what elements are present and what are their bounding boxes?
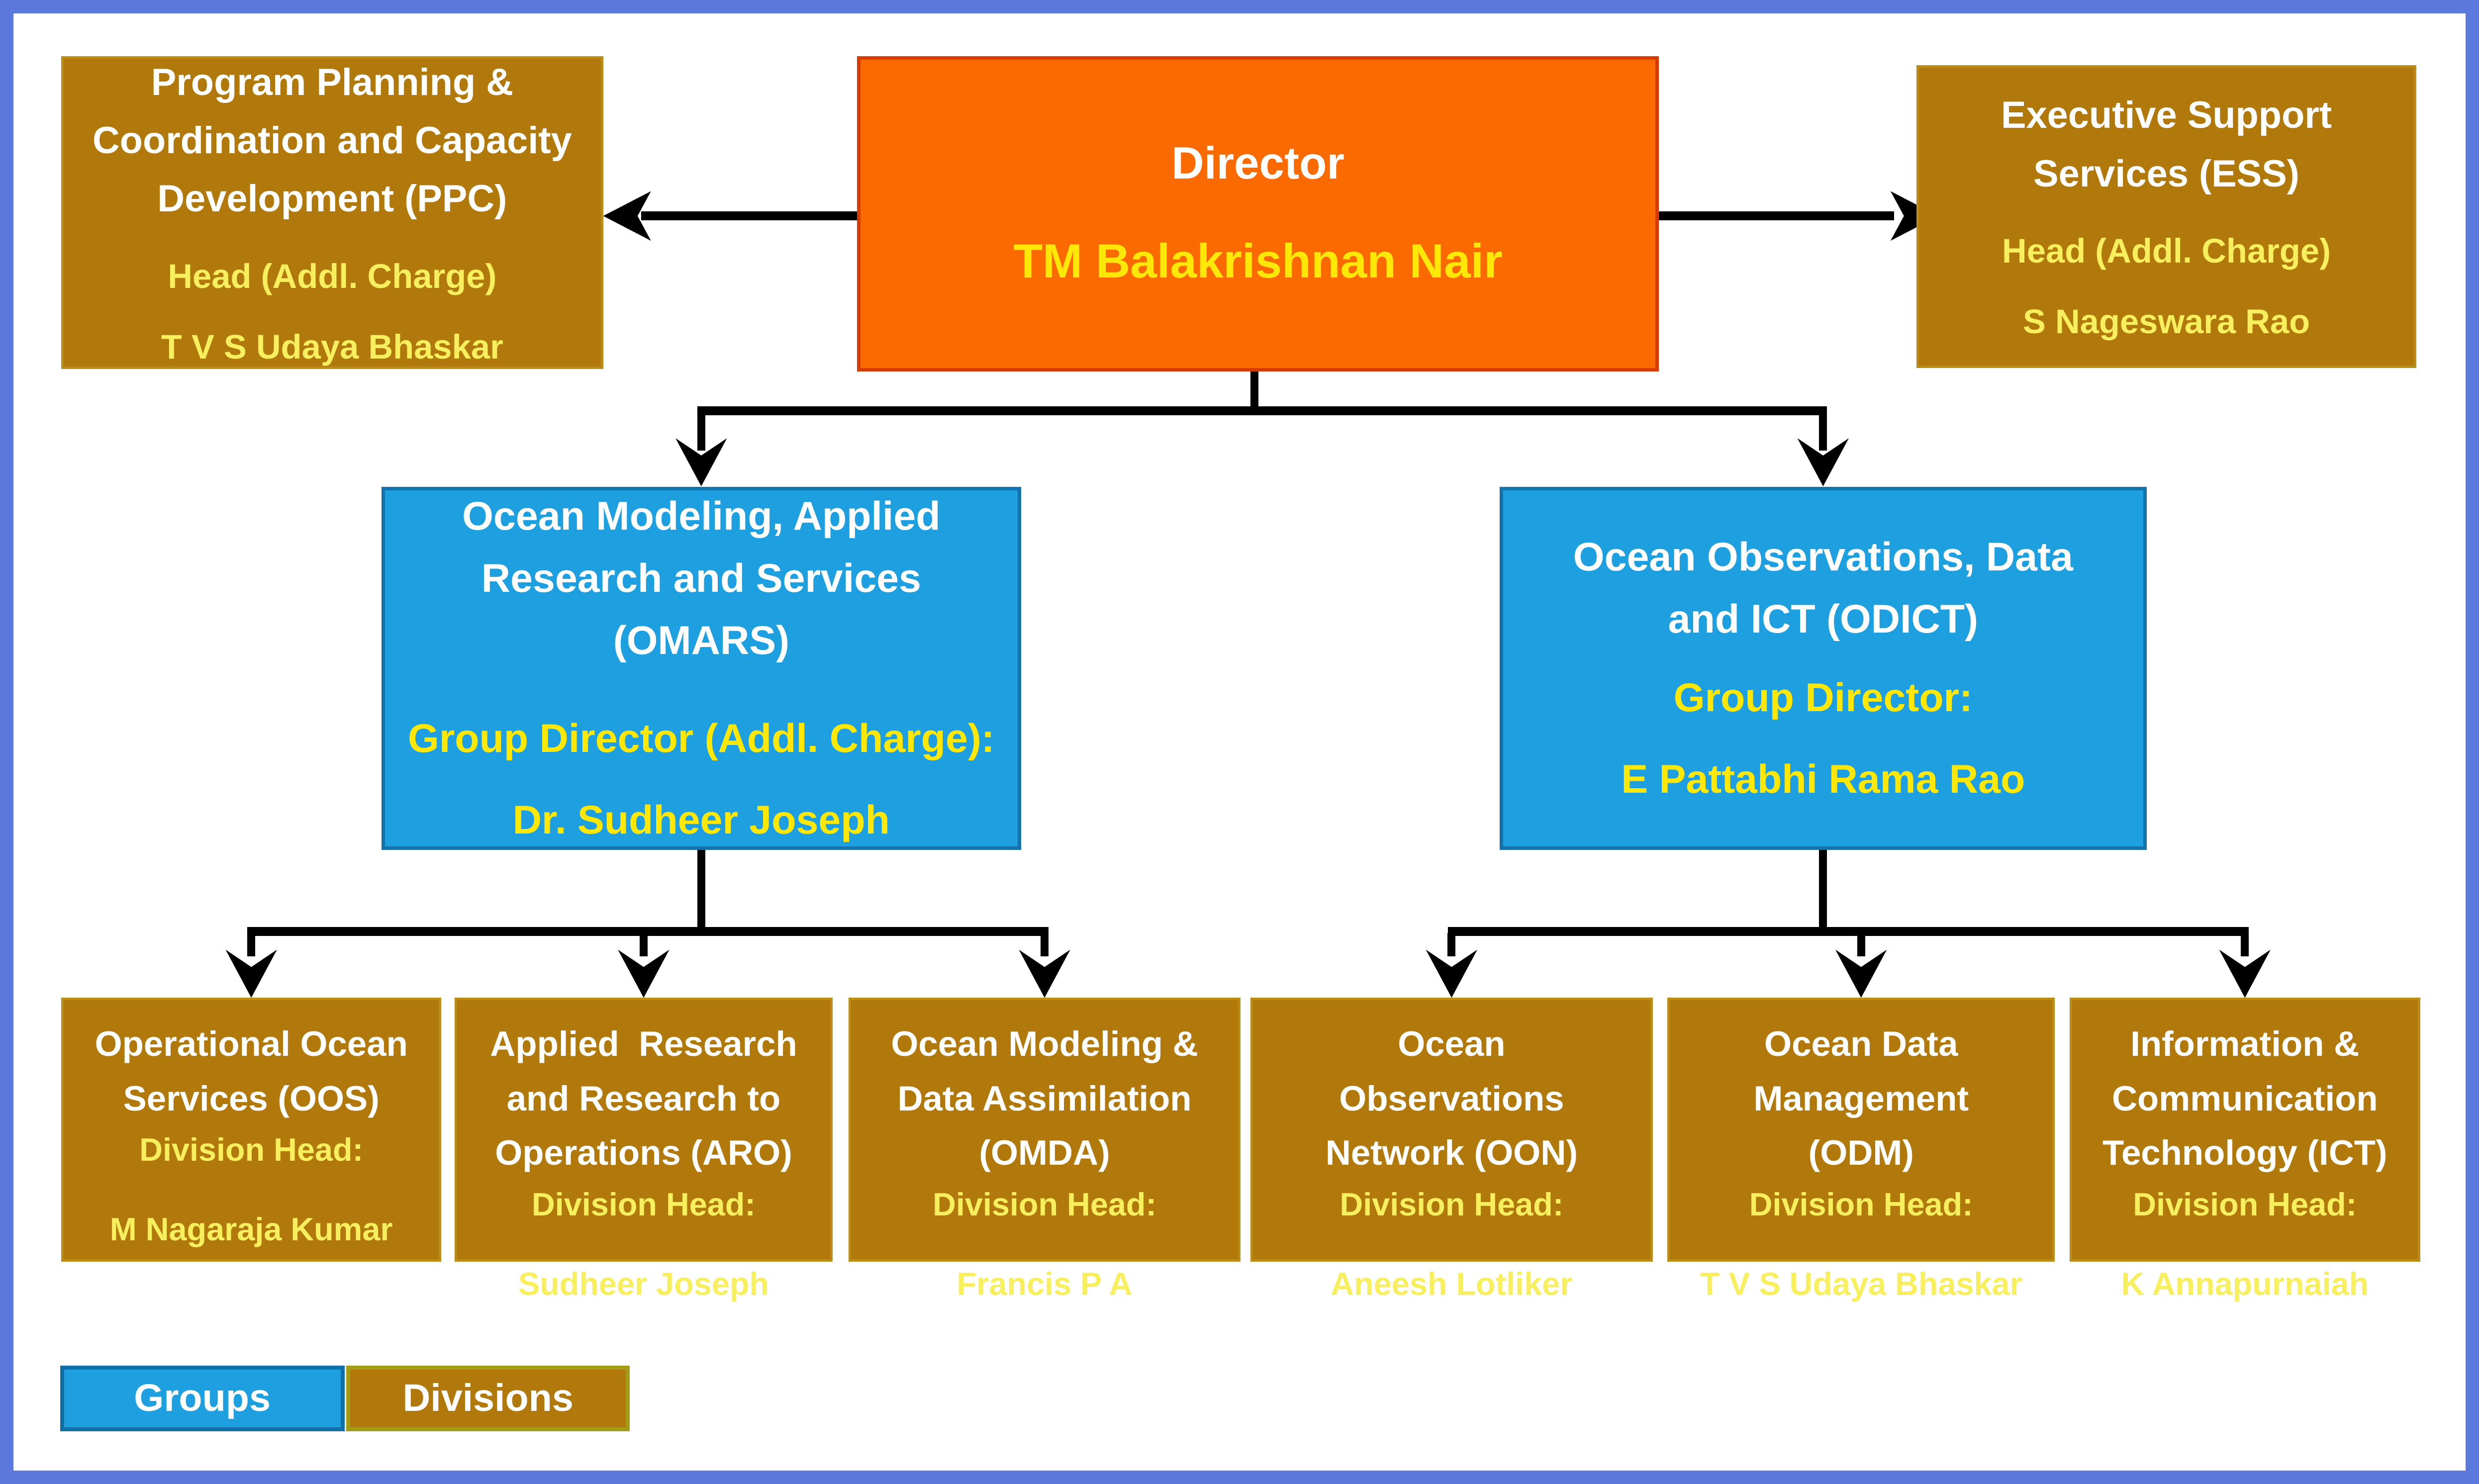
connector-drop-oon bbox=[1447, 932, 1456, 956]
oon-head-name: Aneesh Lotliker bbox=[1331, 1265, 1573, 1302]
odm-box: Ocean Data Management (ODM) Division Hea… bbox=[1667, 998, 2055, 1302]
connector-groups-bar bbox=[697, 406, 1827, 415]
aro-box: Applied Research and Research to Operati… bbox=[455, 998, 833, 1302]
ess-box: Executive Support Services (ESS) Head (A… bbox=[1916, 65, 2417, 369]
legend-divisions: Divisions bbox=[346, 1366, 630, 1431]
connector-director-ppc bbox=[641, 211, 857, 221]
odict-role: Group Director: bbox=[1673, 675, 1973, 721]
ppc-title: Program Planning & Coordination and Capa… bbox=[92, 61, 572, 220]
arrow-down-oon-icon bbox=[1426, 949, 1478, 998]
connector-odict-stem bbox=[1819, 846, 1827, 930]
arrow-down-odm-icon bbox=[1835, 949, 1887, 998]
aro-title: Applied Research and Research to Operati… bbox=[490, 1024, 797, 1173]
odict-box: Ocean Observations, Data and ICT (ODICT)… bbox=[1499, 487, 2147, 850]
legend-divisions-label: Divisions bbox=[402, 1377, 573, 1420]
ppc-box: Program Planning & Coordination and Capa… bbox=[61, 56, 603, 369]
connector-drop-odict bbox=[1819, 412, 1827, 451]
omars-title: Ocean Modeling, Applied Research and Ser… bbox=[462, 494, 941, 663]
legend-groups-label: Groups bbox=[134, 1377, 271, 1420]
connector-drop-aro bbox=[640, 932, 648, 956]
oon-role: Division Head: bbox=[1339, 1186, 1564, 1223]
omars-role: Group Director (Addl. Charge): bbox=[408, 716, 995, 761]
aro-head-name: Sudheer Joseph bbox=[518, 1265, 769, 1302]
connector-director-stem bbox=[1250, 369, 1258, 410]
omda-box: Ocean Modeling & Data Assimilation (OMDA… bbox=[848, 998, 1241, 1302]
connector-drop-ict bbox=[2241, 932, 2249, 956]
connector-drop-omars bbox=[697, 412, 705, 451]
odm-role: Division Head: bbox=[1749, 1186, 1973, 1223]
omda-head-name: Francis P A bbox=[956, 1265, 1133, 1302]
odict-director-name: E Pattabhi Rama Rao bbox=[1621, 756, 2025, 802]
ppc-role: Head (Addl. Charge) bbox=[168, 257, 497, 295]
ict-role: Division Head: bbox=[2133, 1186, 2357, 1223]
oos-role: Division Head: bbox=[139, 1131, 364, 1168]
ict-title: Information & Communication Technology (… bbox=[2102, 1024, 2387, 1173]
omda-role: Division Head: bbox=[933, 1186, 1157, 1223]
connector-omars-stem bbox=[697, 846, 705, 930]
director-name: TM Balakrishnan Nair bbox=[1013, 234, 1503, 288]
connector-odict-bar bbox=[1447, 927, 2249, 936]
omars-box: Ocean Modeling, Applied Research and Ser… bbox=[381, 487, 1022, 850]
oos-box: Operational Ocean Services (OOS) Divisio… bbox=[61, 998, 442, 1262]
ess-title: Executive Support Services (ESS) bbox=[2001, 94, 2332, 195]
ict-head-name: K Annapurnaiah bbox=[2121, 1265, 2369, 1302]
arrow-down-aro-icon bbox=[618, 949, 669, 998]
connector-omars-bar bbox=[247, 927, 1049, 936]
ict-box: Information & Communication Technology (… bbox=[2069, 998, 2420, 1302]
oos-title: Operational Ocean Services (OOS) bbox=[95, 1024, 408, 1118]
arrow-down-omda-icon bbox=[1019, 949, 1070, 998]
ppc-head-name: T V S Udaya Bhaskar bbox=[161, 327, 503, 366]
ess-head-name: S Nageswara Rao bbox=[2022, 302, 2310, 341]
ess-role: Head (Addl. Charge) bbox=[2002, 231, 2331, 270]
omars-director-name: Dr. Sudheer Joseph bbox=[512, 797, 890, 842]
odm-title: Ocean Data Management (ODM) bbox=[1753, 1024, 1969, 1173]
oon-box: Ocean Observations Network (OON) Divisio… bbox=[1250, 998, 1653, 1302]
director-box: Director TM Balakrishnan Nair bbox=[857, 56, 1659, 371]
connector-director-ess bbox=[1659, 211, 1895, 221]
arrow-down-ict-icon bbox=[2219, 949, 2271, 998]
connector-drop-omda bbox=[1041, 932, 1049, 956]
oon-title: Ocean Observations Network (OON) bbox=[1325, 1024, 1578, 1173]
omda-title: Ocean Modeling & Data Assimilation (OMDA… bbox=[891, 1024, 1198, 1173]
oos-head-name: M Nagaraja Kumar bbox=[109, 1211, 393, 1248]
legend-groups: Groups bbox=[60, 1366, 345, 1431]
connector-drop-oos bbox=[247, 932, 256, 956]
director-title: Director bbox=[1171, 138, 1344, 189]
connector-drop-odm bbox=[1857, 932, 1865, 956]
odm-head-name: T V S Udaya Bhaskar bbox=[1700, 1265, 2022, 1302]
aro-role: Division Head: bbox=[532, 1186, 756, 1223]
odict-title: Ocean Observations, Data and ICT (ODICT) bbox=[1573, 534, 2073, 642]
arrow-down-oos-icon bbox=[225, 949, 277, 998]
org-chart: Program Planning & Coordination and Capa… bbox=[13, 13, 2466, 1471]
